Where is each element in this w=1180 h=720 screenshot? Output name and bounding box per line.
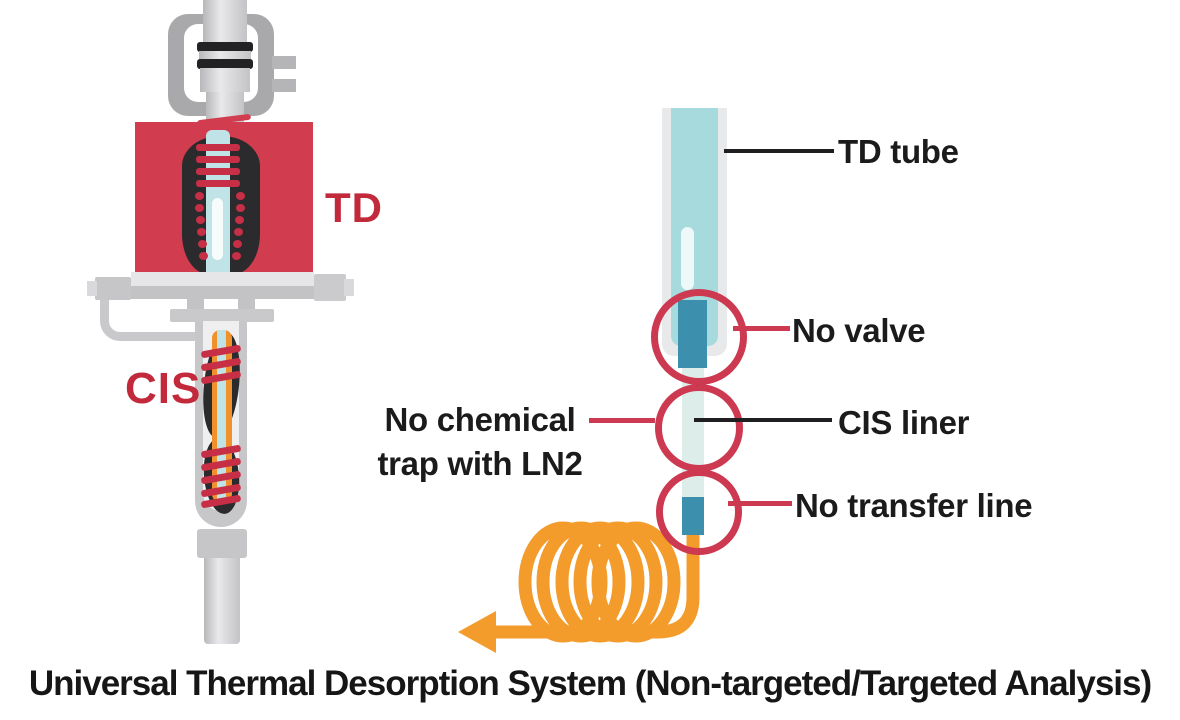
flange-plate — [129, 286, 316, 299]
cis-liner-label: CIS liner — [838, 404, 970, 441]
coil-dot — [197, 228, 206, 236]
callout-line-chemical-trap — [589, 418, 655, 423]
cis-glass-liner — [217, 330, 226, 502]
flange-plate — [131, 272, 314, 286]
coil-dot — [233, 240, 242, 248]
heater-coil-winding — [196, 144, 240, 151]
side-fitting — [95, 277, 131, 300]
clamp-tab — [272, 56, 296, 69]
td-tube-label: TD tube — [838, 133, 959, 170]
callout-line-cis-liner — [694, 418, 832, 422]
coil-dot — [236, 192, 245, 200]
coil-dot — [235, 216, 244, 224]
cis-zone-label: CIS — [125, 364, 202, 413]
highlight-circle-no-transfer-line — [656, 469, 742, 555]
heater-coil-winding — [196, 180, 240, 187]
callout-line-no-transfer — [728, 501, 792, 506]
coil-dot — [199, 252, 208, 260]
flange-stem — [238, 299, 255, 310]
callout-line-no-valve — [733, 326, 790, 331]
coil-dot — [234, 228, 243, 236]
bottom-cylinder — [204, 558, 240, 644]
heater-coil-winding — [196, 156, 240, 163]
inlet-cylinder-segment — [199, 51, 251, 60]
flow-arrow-icon — [458, 611, 496, 653]
inlet-cylinder — [200, 68, 250, 92]
callout-line-td-tube — [724, 149, 834, 153]
side-fitting — [344, 279, 354, 296]
coil-dot — [195, 192, 204, 200]
coil-dot — [236, 204, 245, 212]
clamp-tab — [272, 79, 296, 92]
inlet-cylinder — [203, 0, 247, 46]
o-ring — [197, 42, 253, 52]
transfer-coil-graphic — [458, 521, 700, 653]
no-valve-label: No valve — [792, 312, 926, 349]
coil-dot — [198, 240, 207, 248]
bottom-nut — [197, 529, 247, 558]
coolant-pipe — [100, 299, 205, 341]
heater-coil-winding — [196, 168, 240, 175]
glass-highlight — [212, 198, 223, 260]
highlight-circle-cis-liner — [655, 384, 743, 472]
highlight-circle-no-valve — [651, 289, 747, 385]
coil-dot — [232, 252, 241, 260]
no-chemical-trap-line2: trap with LN2 — [377, 445, 583, 482]
side-fitting — [87, 281, 97, 296]
td-zone-label: TD — [325, 184, 383, 231]
side-fitting — [314, 274, 346, 301]
coil-dot — [196, 216, 205, 224]
diagram-caption: Universal Thermal Desorption System (Non… — [28, 664, 1152, 703]
no-transfer-line-label: No transfer line — [795, 487, 1033, 524]
coil-dot — [195, 204, 204, 212]
o-ring — [197, 59, 253, 69]
no-chemical-trap-label: No chemical trap with LN2 — [330, 398, 630, 486]
glass-highlight — [681, 227, 694, 290]
no-chemical-trap-line1: No chemical — [384, 401, 576, 438]
